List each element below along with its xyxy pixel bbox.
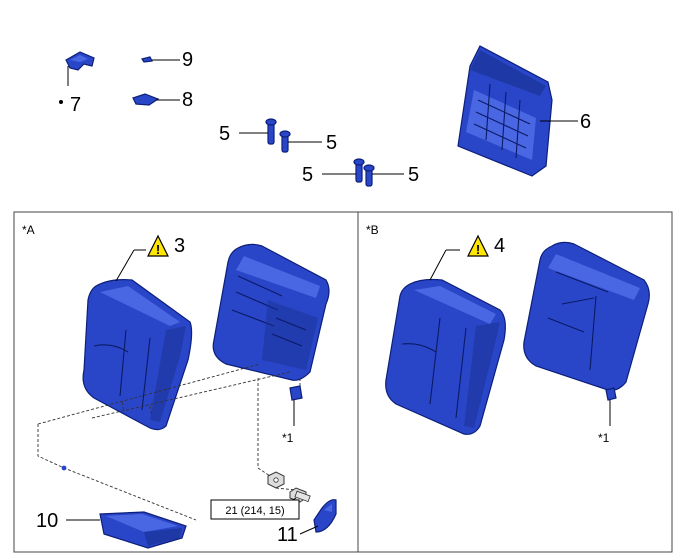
dash-line-a2 — [91, 371, 291, 419]
note-a: *1 — [282, 431, 294, 445]
callout-4: 4 — [494, 235, 505, 257]
nut-icon — [267, 471, 285, 489]
callout-8: 8 — [182, 89, 193, 111]
warning-icon-4: ! — [467, 234, 489, 257]
leader-3 — [115, 249, 135, 282]
hook-tab-a — [289, 385, 303, 401]
note-b: *1 — [598, 431, 610, 445]
part-7-bracket — [65, 51, 95, 71]
callout-11: 11 — [277, 524, 298, 546]
callout-6: 6 — [580, 111, 591, 133]
part-10-pad — [99, 511, 187, 549]
dash-line-a1 — [37, 363, 261, 425]
svg-text:!: ! — [476, 242, 480, 257]
callout-9: 9 — [182, 49, 193, 71]
part-4-seatback-cover — [385, 278, 506, 435]
part-5-clip-2 — [279, 130, 291, 153]
part-5-clip-1 — [265, 118, 277, 145]
dash-line-a5 — [149, 405, 153, 417]
callout-5c: 5 — [302, 164, 313, 186]
section-box-b — [357, 211, 673, 553]
part-seatback-rear-view-b — [523, 241, 650, 391]
part-5-clip-3 — [353, 158, 365, 183]
section-label-a: *A — [22, 223, 35, 237]
clip-dot — [61, 465, 67, 471]
callout-5a: 5 — [219, 123, 230, 145]
dash-line-bolt — [275, 487, 297, 491]
dash-line-a3 — [37, 424, 197, 521]
part-seatback-rear-view-a — [212, 243, 330, 381]
part-3-seatback-cover — [82, 279, 193, 431]
leader-11 — [299, 525, 319, 535]
part-5-clip-4 — [363, 164, 375, 187]
leader-4 — [429, 249, 447, 281]
callout-10: 10 — [36, 510, 58, 532]
marker-dot-7 — [59, 100, 63, 104]
dash-line-a6 — [257, 378, 271, 477]
part-9-clip — [141, 56, 153, 63]
part-8-pad — [132, 93, 160, 106]
torque-box — [210, 499, 300, 520]
part-6-seatback-board — [457, 45, 553, 177]
part-11-bracket — [313, 499, 337, 533]
callout-3: 3 — [174, 235, 185, 257]
warning-icon-3: ! — [147, 234, 169, 257]
callout-5b: 5 — [326, 132, 337, 154]
section-label-b: *B — [366, 223, 379, 237]
callout-5d: 5 — [408, 164, 419, 186]
svg-text:!: ! — [156, 242, 160, 257]
bolt-icon — [289, 487, 311, 503]
torque-label: 21 (214, 15) — [225, 505, 284, 517]
dash-line-a4 — [121, 401, 125, 413]
hook-tab-b — [605, 387, 617, 401]
callout-7: 7 — [70, 94, 81, 116]
